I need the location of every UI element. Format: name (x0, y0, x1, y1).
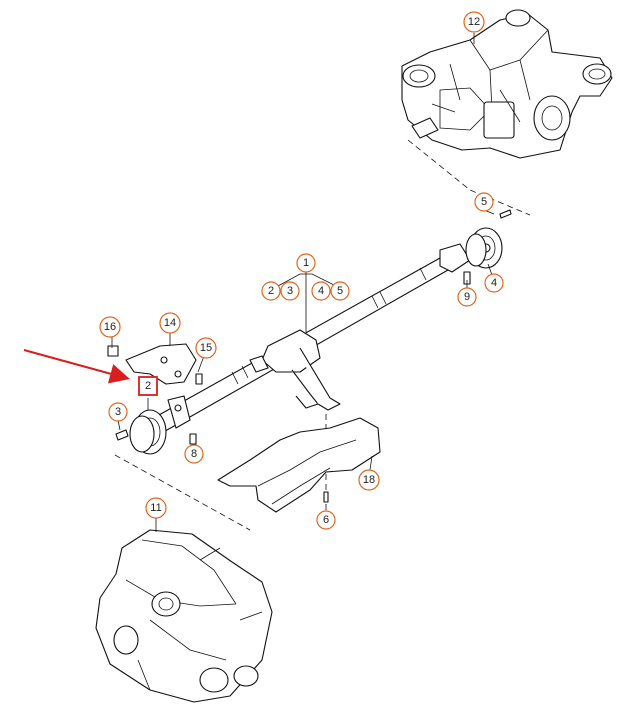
heat-shield (217, 417, 381, 513)
callout-11[interactable]: 11 (145, 497, 167, 519)
svg-text:6: 6 (323, 514, 329, 526)
callout-2b[interactable]: 2 (261, 281, 281, 301)
propeller-shaft (149, 243, 471, 435)
callout-15[interactable]: 15 (195, 337, 217, 359)
callout-3[interactable]: 3 (108, 402, 128, 422)
svg-text:9: 9 (464, 291, 470, 303)
shaft-bracket (125, 343, 197, 385)
callout-9[interactable]: 9 (457, 287, 477, 307)
callout-2-highlighted[interactable]: 2 (138, 376, 158, 396)
guide-line-front (114, 454, 251, 531)
callout-16[interactable]: 16 (99, 316, 121, 338)
callout-4b[interactable]: 4 (311, 281, 331, 301)
callout-6[interactable]: 6 (316, 510, 336, 530)
pointer-arrow (23, 349, 130, 384)
svg-text:4: 4 (491, 277, 497, 289)
front-flex-coupling (129, 409, 167, 455)
svg-text:2: 2 (268, 285, 274, 297)
callout-2-label: 2 (145, 380, 151, 392)
callout-1[interactable]: 1 (296, 253, 316, 273)
callout-8[interactable]: 8 (184, 444, 204, 464)
svg-text:4: 4 (318, 285, 324, 297)
callout-4[interactable]: 4 (484, 273, 504, 293)
svg-text:12: 12 (468, 16, 480, 28)
callout-5[interactable]: 5 (474, 192, 494, 212)
rear-differential (401, 9, 613, 159)
transmission (95, 529, 273, 703)
svg-text:1: 1 (303, 257, 309, 269)
bolts (107, 209, 512, 503)
svg-text:14: 14 (164, 317, 176, 329)
guide-line-rear (407, 139, 531, 216)
rear-flex-coupling (465, 227, 503, 269)
svg-text:3: 3 (115, 406, 121, 418)
callout-5b[interactable]: 5 (330, 281, 350, 301)
callout-12[interactable]: 12 (463, 11, 485, 33)
callout-3b[interactable]: 3 (280, 281, 300, 301)
svg-text:3: 3 (287, 285, 293, 297)
callout-18[interactable]: 18 (358, 469, 380, 491)
svg-text:5: 5 (337, 285, 343, 297)
callout-14[interactable]: 14 (159, 312, 181, 334)
svg-text:18: 18 (363, 474, 375, 486)
svg-text:5: 5 (481, 196, 487, 208)
svg-text:15: 15 (200, 342, 212, 354)
svg-text:16: 16 (104, 321, 116, 333)
svg-text:11: 11 (150, 502, 161, 514)
svg-text:8: 8 (191, 448, 197, 460)
